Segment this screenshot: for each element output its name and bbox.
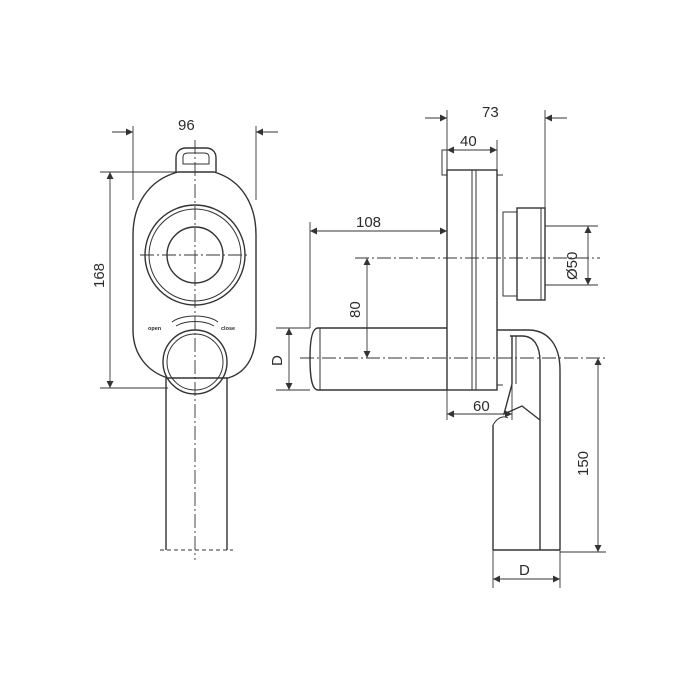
side-top-tab (441, 149, 448, 176)
side-elbow-cut (502, 336, 541, 421)
dim-73-label: 73 (482, 104, 499, 121)
front-top-lug (175, 147, 217, 172)
front-lug-slot (182, 152, 210, 165)
dim-108-label: 108 (356, 214, 381, 231)
dim-80-label: 80 (347, 301, 364, 318)
dim-168-label: 168 (91, 263, 108, 288)
dim-d-bottom-label: D (519, 562, 530, 579)
dim-60-label: 60 (473, 398, 490, 415)
side-view: 73 40 108 Ø50 80 D 60 150 (269, 104, 606, 588)
dim-96-label: 96 (178, 117, 195, 134)
dim-150-label: 150 (575, 451, 592, 476)
side-elbow-outer (497, 329, 561, 550)
front-view: open close 96 168 (91, 117, 278, 560)
side-elbow-inner (510, 335, 541, 420)
valve-close-label: close (221, 326, 235, 332)
side-outlet-pipe (309, 327, 447, 391)
side-drop-pipe-break (492, 416, 509, 426)
front-body-outline (132, 171, 257, 379)
dim-d50-label: Ø50 (564, 252, 581, 280)
side-inlet-collar (502, 211, 518, 297)
dim-40-label: 40 (460, 133, 477, 150)
valve-open-label: open (148, 326, 162, 332)
dim-d-left-label: D (269, 355, 286, 366)
